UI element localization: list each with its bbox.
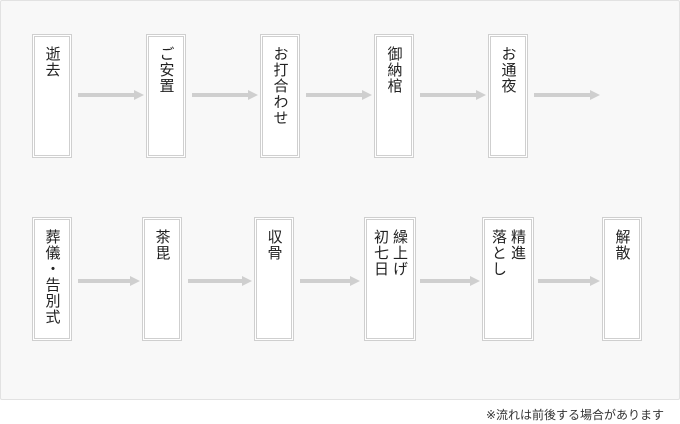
step-box-5: お通夜 [488,34,528,158]
step-box-11: 解散 [602,217,642,341]
flow-diagram: 逝去 ご安置 お打合わせ 御納棺 お通夜 葬儀・告別式 茶毘 収骨 繰上げ初七日… [0,0,680,400]
step-label-8: 収骨 [265,229,284,261]
step-box-8: 収骨 [254,217,294,341]
flow-arrow-5 [534,90,600,100]
step-box-6: 葬儀・告別式 [32,217,72,341]
step-box-1: 逝去 [32,34,72,158]
flow-arrow-6 [78,276,140,286]
step-box-9: 繰上げ初七日 [364,217,416,341]
step-label-10: 精進落とし [490,229,527,277]
flow-arrow-9 [420,276,480,286]
flow-arrow-4 [420,90,486,100]
step-label-1: 逝去 [43,46,62,78]
flow-arrow-3 [306,90,372,100]
step-label-3: お打合わせ [271,46,290,126]
step-label-2: ご安置 [157,46,176,94]
step-label-6: 葬儀・告別式 [43,229,62,325]
step-box-3: お打合わせ [260,34,300,158]
step-box-10: 精進落とし [482,217,534,341]
step-label-11: 解散 [613,229,632,261]
step-box-2: ご安置 [146,34,186,158]
step-label-5: お通夜 [499,46,518,94]
step-label-9: 繰上げ初七日 [372,229,409,277]
footnote: ※流れは前後する場合があります [485,408,664,422]
flow-arrow-8 [300,276,360,286]
step-label-7: 茶毘 [153,229,172,261]
step-box-7: 茶毘 [142,217,182,341]
flow-arrow-2 [192,90,258,100]
flow-arrow-10 [538,276,600,286]
step-box-4: 御納棺 [374,34,414,158]
flow-arrow-1 [78,90,144,100]
step-label-4: 御納棺 [385,46,404,94]
flow-arrow-7 [188,276,252,286]
